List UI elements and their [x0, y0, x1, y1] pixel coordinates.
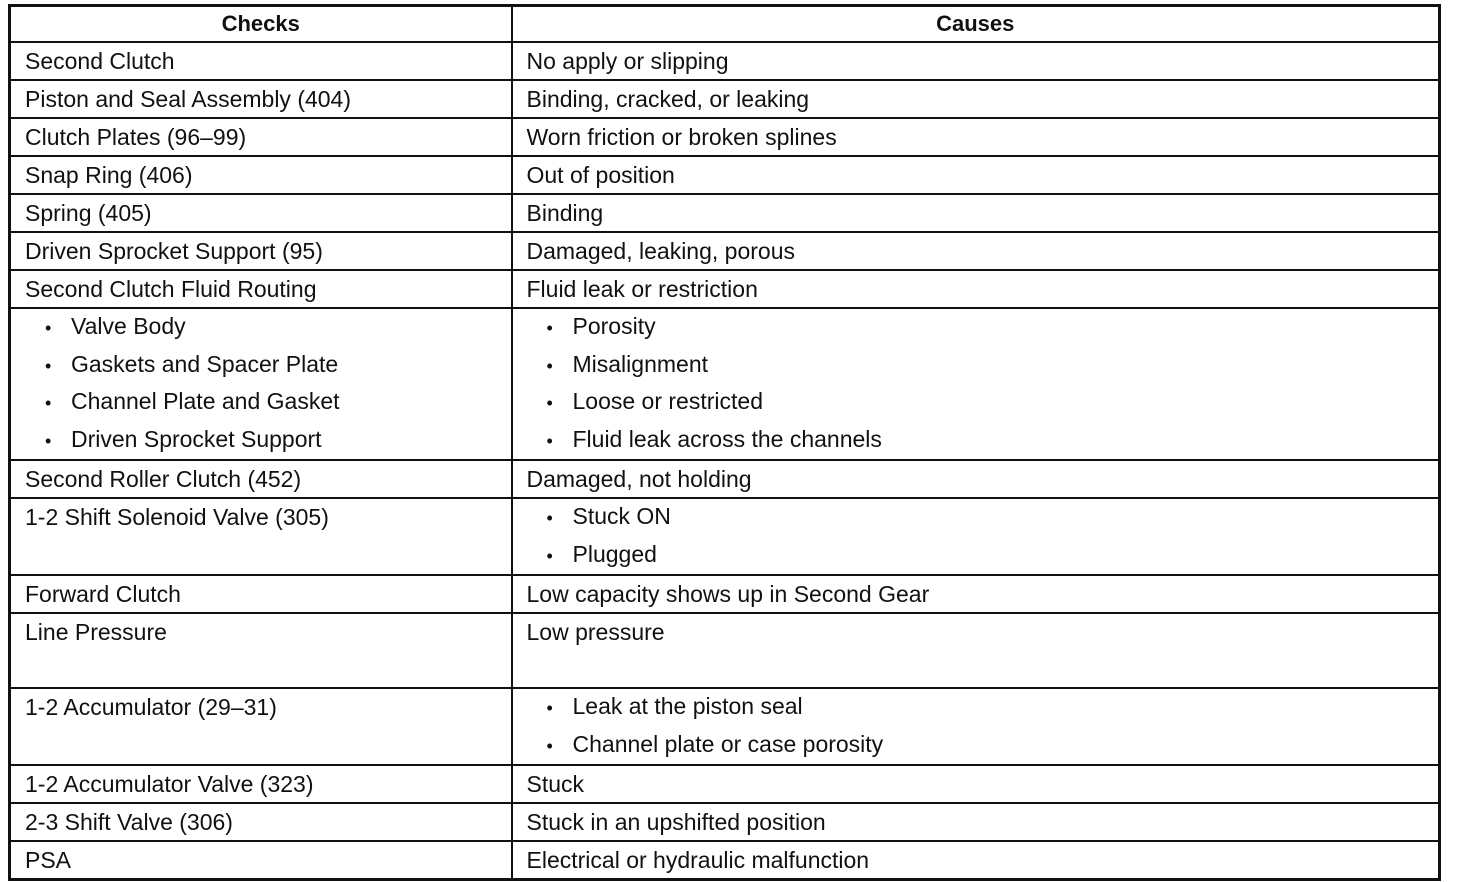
table-row: Piston and Seal Assembly (404) Binding, …: [8, 79, 1441, 119]
cause-cell: • Leak at the piston seal • Channel plate …: [510, 687, 1441, 766]
cause-cell: Low pressure: [510, 612, 1441, 689]
cause-cell: Damaged, leaking, porous: [510, 231, 1441, 271]
table-row: • Valve Body • Gaskets and Spacer Plate • C…: [8, 307, 1441, 461]
bullet-icon: •: [546, 545, 553, 566]
list-item-text: Stuck ON: [572, 503, 671, 529]
check-cell: 2-3 Shift Valve (306): [8, 802, 513, 842]
check-cell: Forward Clutch: [8, 574, 513, 614]
bullet-icon: •: [546, 355, 553, 376]
table-row: Line Pressure Low pressure: [8, 612, 1441, 689]
list-item-text: Plugged: [572, 540, 657, 567]
table-row: 1-2 Shift Solenoid Valve (305) • Stuck ON…: [8, 497, 1441, 576]
list-item-text: Porosity: [572, 313, 656, 339]
list-item: • Stuck ON: [546, 500, 1425, 537]
cause-bullet-list: • Stuck ON • Plugged: [527, 500, 1425, 574]
list-item: • Misalignment: [547, 347, 1425, 385]
check-cell: Piston and Seal Assembly (404): [8, 79, 513, 119]
list-item-text: Channel plate or case porosity: [572, 730, 884, 757]
list-item: • Gaskets and Spacer Plate: [45, 347, 497, 385]
list-item-text: Fluid leak across the channels: [572, 425, 882, 452]
list-item-text: Loose or restricted: [572, 388, 763, 414]
cause-cell: • Stuck ON • Plugged: [510, 497, 1441, 576]
check-cell: Line Pressure: [8, 612, 513, 689]
check-cell: • Valve Body • Gaskets and Spacer Plate • C…: [8, 307, 513, 461]
cause-cell: Stuck in an upshifted position: [510, 802, 1441, 842]
bullet-icon: •: [45, 355, 52, 376]
bullet-icon: •: [546, 698, 553, 718]
list-item-text: Leak at the piston seal: [572, 693, 803, 719]
check-bullet-list: • Valve Body • Gaskets and Spacer Plate • C…: [25, 310, 497, 459]
cause-cell: • Porosity • Misalignment • Loose or restri…: [510, 307, 1441, 461]
check-cell: 1-2 Accumulator Valve (323): [8, 764, 513, 804]
check-cell: Second Roller Clutch (452): [8, 459, 513, 499]
list-item-text: Gaskets and Spacer Plate: [71, 350, 339, 377]
bullet-icon: •: [546, 393, 553, 413]
bullet-icon: •: [546, 508, 553, 528]
checks-causes-table: Checks Causes Second Clutch No apply or …: [8, 4, 1441, 881]
check-cell: Snap Ring (406): [8, 155, 513, 195]
bullet-icon: •: [45, 393, 52, 413]
header-row: Checks Causes: [8, 4, 1441, 43]
list-item: • Porosity: [546, 310, 1425, 347]
check-cell: 1-2 Shift Solenoid Valve (305): [8, 497, 513, 576]
cause-cell: Low capacity shows up in Second Gear: [510, 574, 1441, 614]
check-cell: PSA: [8, 840, 513, 881]
list-item: • Leak at the piston seal: [546, 690, 1425, 727]
cause-bullet-list: • Leak at the piston seal • Channel plate …: [527, 690, 1425, 764]
bullet-icon: •: [45, 318, 52, 338]
list-item: • Channel Plate and Gasket: [45, 384, 497, 422]
list-item-text: Channel Plate and Gasket: [71, 388, 340, 414]
list-item: • Valve Body: [45, 310, 497, 347]
table-row: PSA Electrical or hydraulic malfunction: [8, 840, 1441, 881]
cause-cell: Stuck: [510, 764, 1441, 804]
list-item: • Driven Sprocket Support: [45, 422, 497, 459]
table-row: 1-2 Accumulator (29–31) • Leak at the pis…: [8, 687, 1441, 766]
table-row: Spring (405) Binding: [8, 193, 1441, 233]
list-item: • Channel plate or case porosity: [546, 727, 1425, 764]
cause-cell: Binding: [510, 193, 1441, 233]
table-row: Driven Sprocket Support (95) Damaged, le…: [8, 231, 1441, 271]
check-cell: Driven Sprocket Support (95): [8, 231, 513, 271]
check-cell: Second Clutch Fluid Routing: [8, 269, 513, 309]
bullet-icon: •: [546, 735, 553, 756]
check-cell: Second Clutch: [8, 41, 513, 81]
table-row: 2-3 Shift Valve (306) Stuck in an upshif…: [8, 802, 1441, 842]
table-body: Second Clutch No apply or slipping Pisto…: [8, 41, 1441, 881]
cause-cell: Out of position: [510, 155, 1441, 195]
cause-bullet-list: • Porosity • Misalignment • Loose or restri…: [527, 310, 1425, 459]
bullet-icon: •: [546, 318, 553, 338]
table-header: Checks Causes: [8, 4, 1441, 43]
header-checks: Checks: [8, 4, 513, 43]
table-row: 1-2 Accumulator Valve (323) Stuck: [8, 764, 1441, 804]
header-causes: Causes: [510, 4, 1441, 43]
list-item-text: Driven Sprocket Support: [71, 425, 322, 452]
check-cell: Spring (405): [8, 193, 513, 233]
cause-cell: Worn friction or broken splines: [510, 117, 1441, 157]
list-item: • Loose or restricted: [547, 384, 1425, 422]
list-item-text: Valve Body: [71, 313, 186, 339]
cause-cell: Fluid leak or restriction: [510, 269, 1441, 309]
cause-cell: Binding, cracked, or leaking: [510, 79, 1441, 119]
list-item: • Fluid leak across the channels: [546, 422, 1425, 459]
bullet-icon: •: [45, 430, 52, 451]
cause-cell: Damaged, not holding: [510, 459, 1441, 499]
table-row: Snap Ring (406) Out of position: [8, 155, 1441, 195]
cause-cell: No apply or slipping: [510, 41, 1441, 81]
cause-cell: Electrical or hydraulic malfunction: [510, 840, 1441, 881]
table-row: Forward Clutch Low capacity shows up in …: [8, 574, 1441, 614]
table-row: Second Roller Clutch (452) Damaged, not …: [8, 459, 1441, 499]
list-item-text: Misalignment: [572, 350, 709, 377]
table-row: Second Clutch Fluid Routing Fluid leak o…: [8, 269, 1441, 309]
check-cell: Clutch Plates (96–99): [8, 117, 513, 157]
bullet-icon: •: [546, 430, 553, 451]
check-cell: 1-2 Accumulator (29–31): [8, 687, 513, 766]
table-row: Clutch Plates (96–99) Worn friction or b…: [8, 117, 1441, 157]
table-row: Second Clutch No apply or slipping: [8, 41, 1441, 81]
list-item: • Plugged: [546, 537, 1425, 574]
